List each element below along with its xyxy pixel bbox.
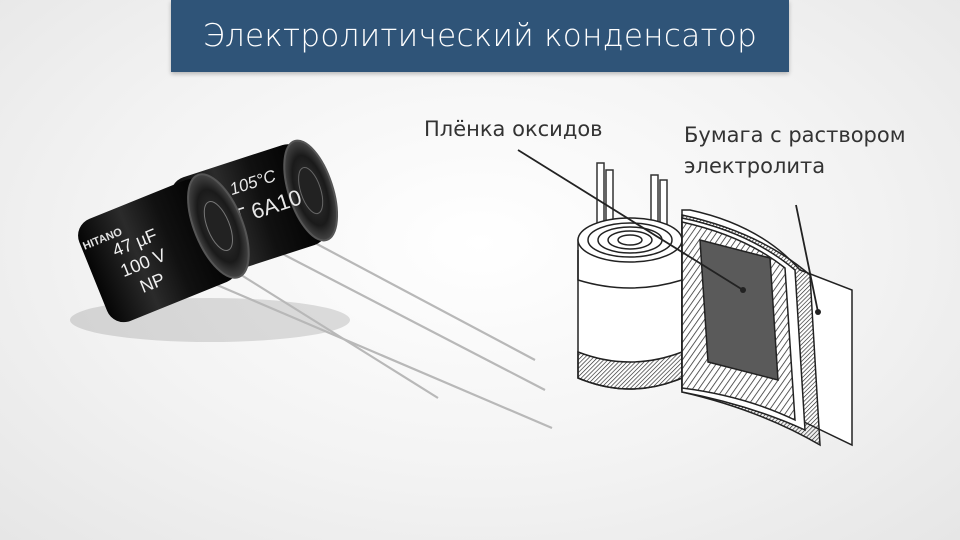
label-paper-line2: электролита (684, 154, 826, 178)
label-paper-line1: Бумага с раствором (684, 123, 906, 147)
pointer-oxide-film (517, 149, 744, 291)
pointer-paper (795, 204, 819, 313)
slide-title: Электролитический конденсатор (202, 18, 758, 54)
label-oxide-film: Плёнка оксидов (424, 117, 603, 141)
unrolled-layers (681, 209, 853, 447)
capacitor-leads (209, 234, 553, 430)
slide-title-bar: Электролитический конденсатор (171, 0, 789, 72)
capacitor-front: HITANO 47 µF 100 V NP (78, 173, 250, 323)
wound-roll (577, 217, 683, 390)
label-paper-electrolyte: Бумага с раствором электролита (684, 120, 944, 182)
